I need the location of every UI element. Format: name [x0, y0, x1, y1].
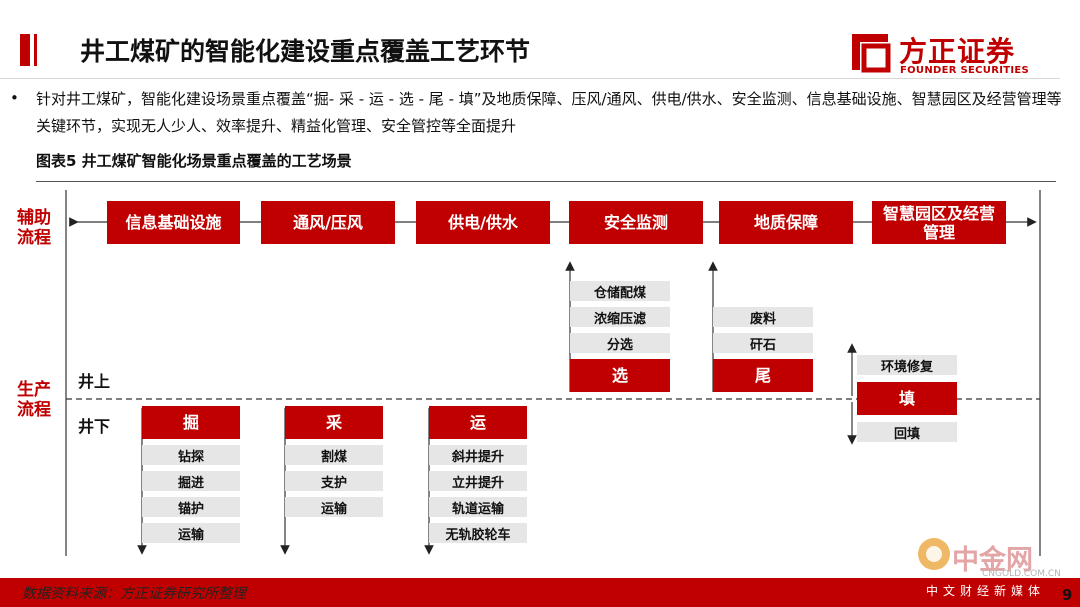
above-ground-label: 井上: [78, 372, 111, 391]
tian-top-item: 环境修复: [857, 355, 957, 375]
wei-item: 矸石: [713, 333, 813, 353]
production-flow-label: 生产流程: [17, 380, 51, 420]
cai-item: 支护: [285, 471, 383, 491]
figure-title: 图表5 井工煤矿智能化场景重点覆盖的工艺场景: [36, 152, 352, 170]
aux-safety-monitoring: 安全监测: [569, 201, 703, 244]
founder-logo-icon: [852, 34, 891, 73]
header-divider: [0, 78, 1060, 79]
tian-bottom-item: 回填: [857, 422, 957, 442]
cai-item: 运输: [285, 497, 383, 517]
jue-item: 钻探: [142, 445, 240, 465]
page-number: 9: [1062, 586, 1073, 604]
page-title: 井工煤矿的智能化建设重点覆盖工艺环节: [80, 37, 531, 66]
yun-item: 斜井提升: [429, 445, 527, 465]
cai-item: 割煤: [285, 445, 383, 465]
aux-flow-label: 辅助流程: [17, 208, 51, 248]
title-accent-bar-thin: [34, 34, 37, 66]
stage-wei: 尾: [713, 359, 813, 392]
yun-item: 无轨胶轮车: [429, 523, 527, 543]
aux-ventilation: 通风/压风: [261, 201, 395, 244]
logo-text-cn: 方正证券: [899, 35, 1016, 68]
figure-divider: [36, 181, 1056, 182]
stage-tian: 填: [857, 382, 957, 415]
watermark-subtext: CNGOLD.COM.CN: [982, 569, 1061, 579]
wei-item: 废料: [713, 307, 813, 327]
xuan-item: 分选: [570, 333, 670, 353]
stage-xuan: 选: [570, 359, 670, 392]
footer-bar: [0, 578, 1080, 607]
watermark-cn: 中文财经新媒体: [926, 584, 1046, 598]
xuan-item: 仓储配煤: [570, 281, 670, 301]
source-note: 数据资料来源：方正证券研究所整理: [22, 586, 246, 602]
stage-jue: 掘: [142, 406, 240, 439]
logo-text-en: FOUNDER SECURITIES: [900, 65, 1030, 76]
jue-item: 掘进: [142, 471, 240, 491]
stage-cai: 采: [285, 406, 383, 439]
bullet-icon: •: [10, 89, 19, 107]
title-accent-bar: [20, 34, 30, 66]
jue-item: 锚护: [142, 497, 240, 517]
cngold-logo-icon: [918, 538, 950, 570]
yun-item: 轨道运输: [429, 497, 527, 517]
aux-power-water: 供电/供水: [416, 201, 550, 244]
below-ground-label: 井下: [78, 417, 111, 436]
aux-info-infrastructure: 信息基础设施: [107, 201, 240, 244]
aux-geology: 地质保障: [719, 201, 853, 244]
watermark-text: 中金网: [952, 545, 1033, 576]
yun-item: 立井提升: [429, 471, 527, 491]
jue-item: 运输: [142, 523, 240, 543]
xuan-item: 浓缩压滤: [570, 307, 670, 327]
aux-smart-park: 智慧园区及经营管理: [872, 201, 1006, 244]
summary-text: 针对井工煤矿，智能化建设场景重点覆盖“掘- 采 - 运 - 选 - 尾 - 填”…: [36, 90, 1062, 135]
stage-yun: 运: [429, 406, 527, 439]
